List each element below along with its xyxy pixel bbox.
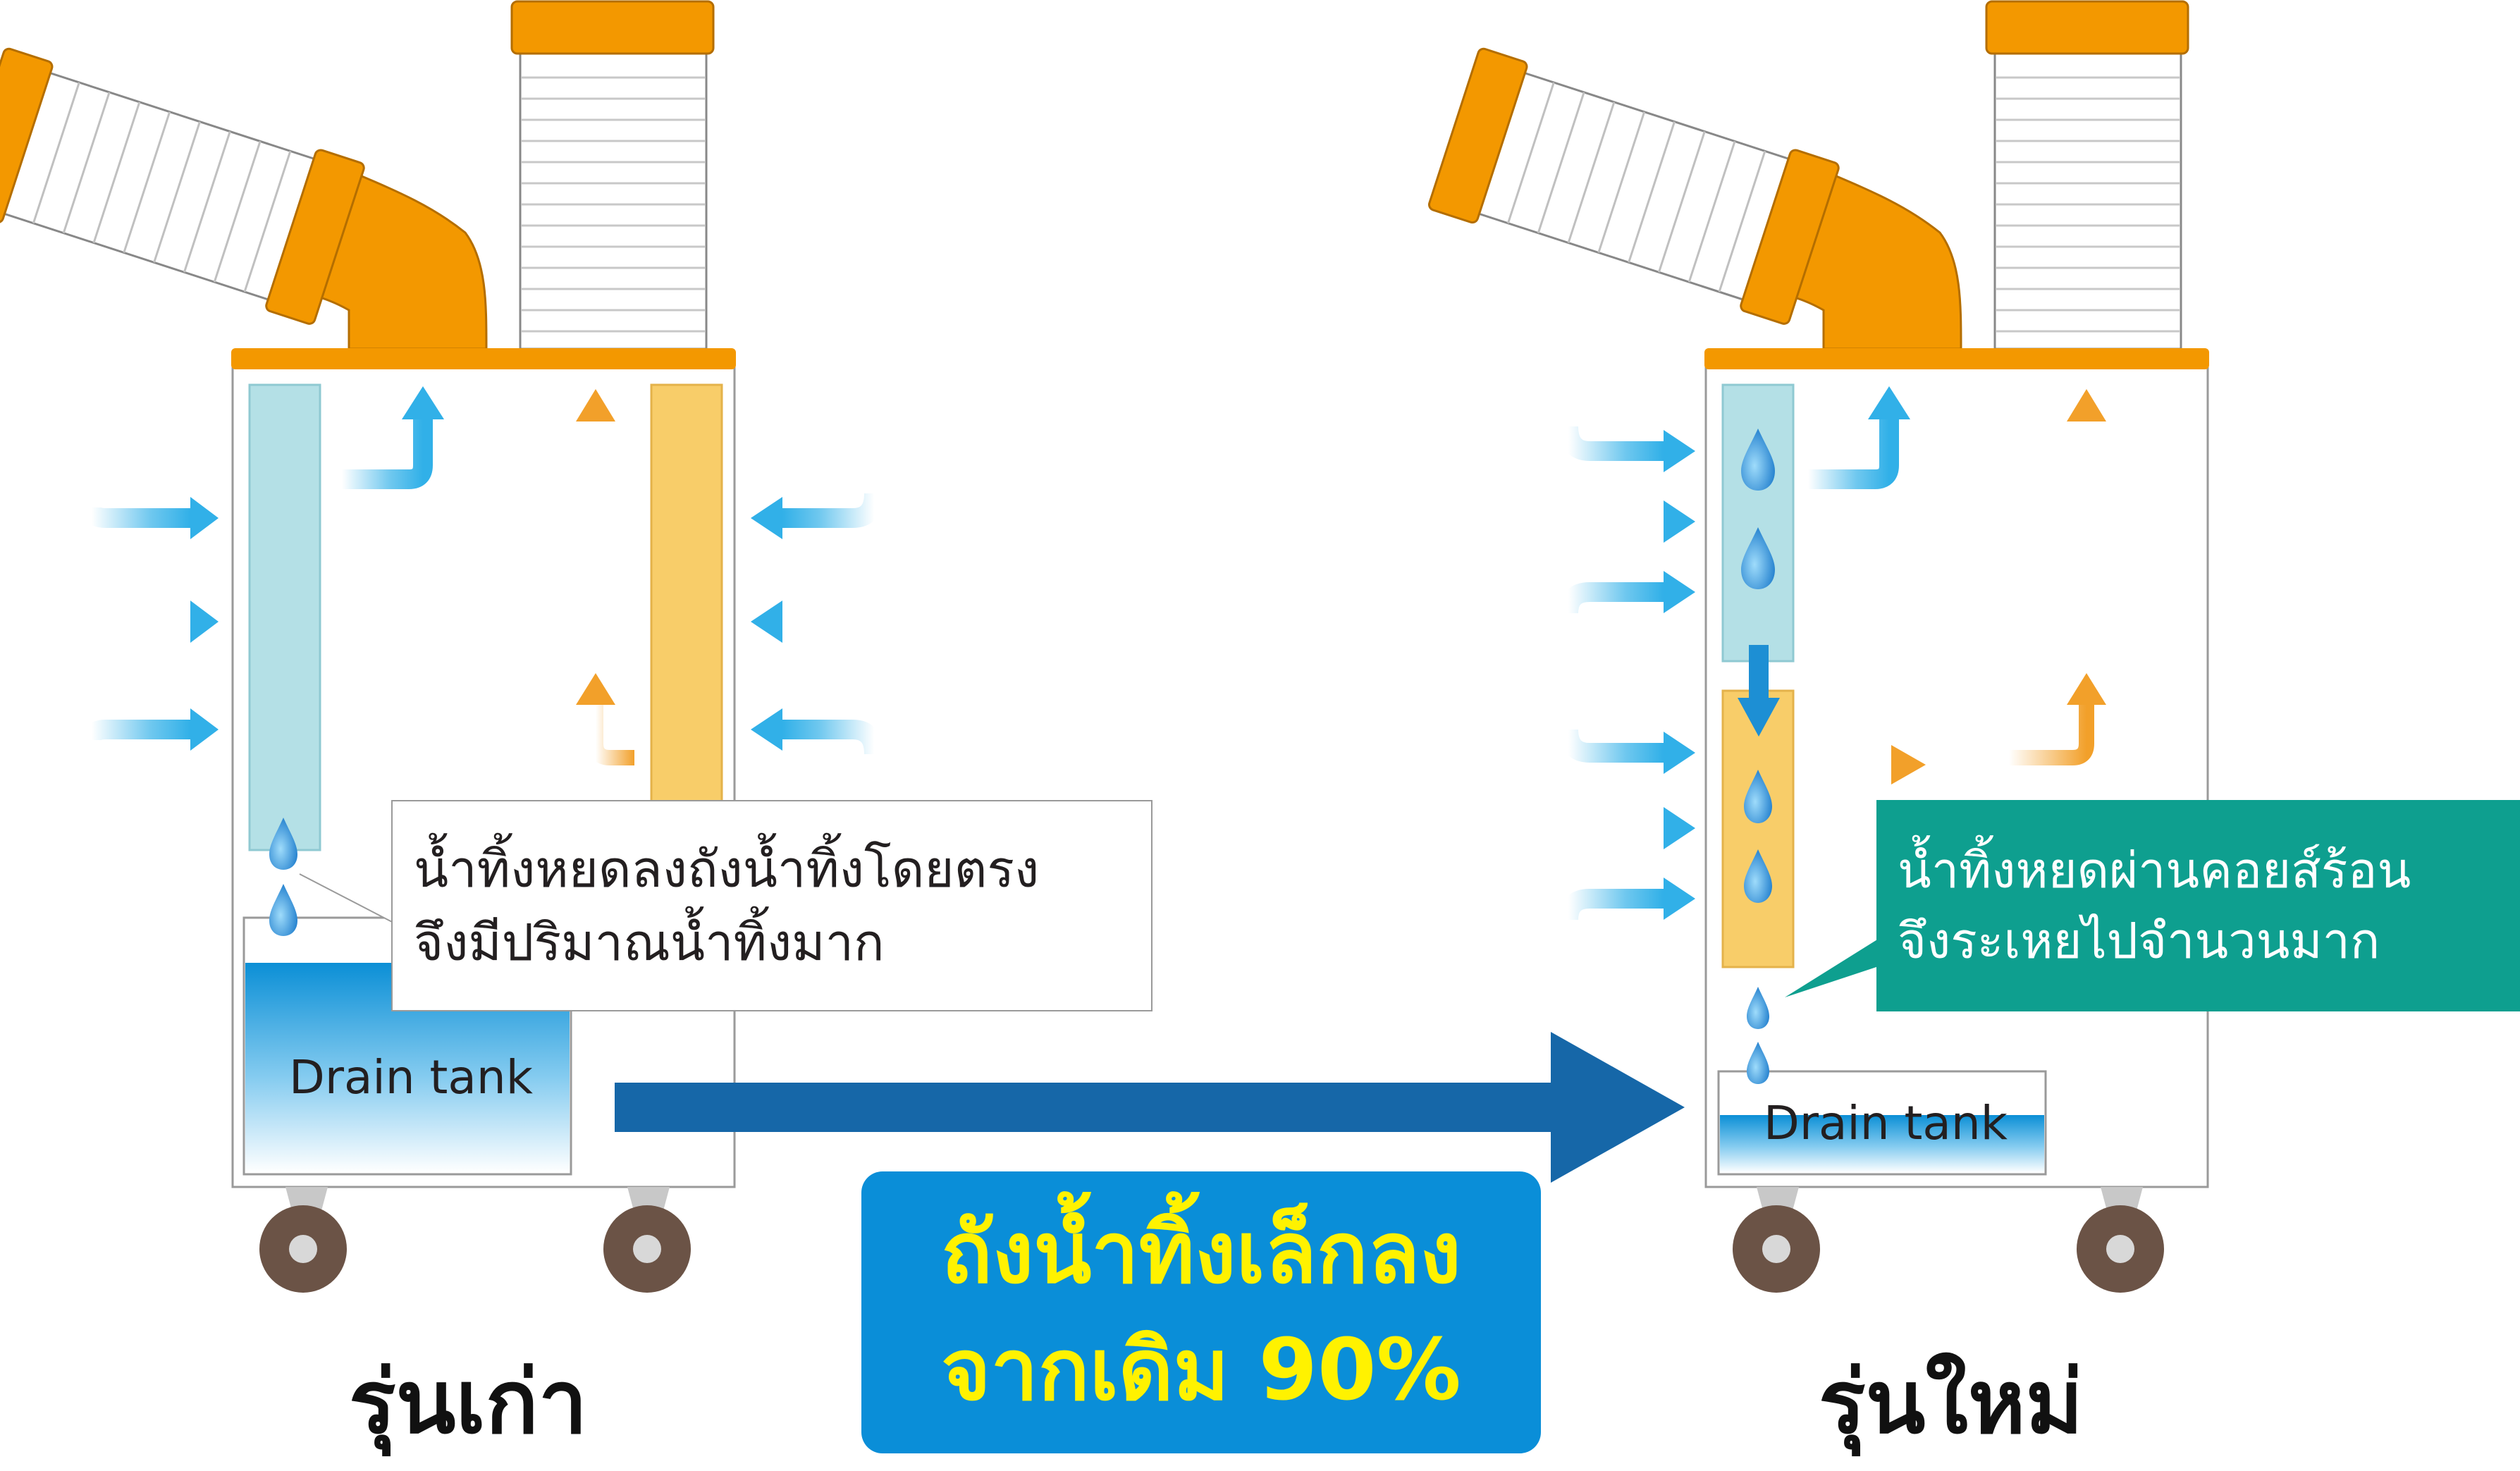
new-water-drop-5 xyxy=(1747,987,1769,1029)
new-drain-tank-label: Drain tank xyxy=(1764,1096,2008,1150)
old-note-line-1: น้ำทิ้งหยดลงถังน้ำทิ้งโดยตรง xyxy=(414,839,1040,899)
new-note-line-2: จึงระเหยไปจำนวนมาก xyxy=(1898,912,2380,970)
old-water-drop-1 xyxy=(269,818,297,870)
new-cold-air-out xyxy=(1808,386,1910,489)
new-note-line-1: น้ำทิ้งหยดผ่านคอยส์ร้อน xyxy=(1898,842,2411,899)
old-hot-coil xyxy=(650,383,723,809)
old-note-line-2: จึงมีปริมาณน้ำทิ้งมาก xyxy=(414,913,885,972)
new-wheel-left xyxy=(1733,1187,1820,1293)
old-vertical-duct xyxy=(510,0,715,350)
old-top-plate xyxy=(231,348,736,369)
new-wheel-right xyxy=(2077,1187,2164,1293)
old-drain-tank-label: Drain tank xyxy=(289,1050,533,1104)
new-air-in-lower xyxy=(1559,729,1695,921)
new-model-note: น้ำทิ้งหยดผ่านคอยส์ร้อน จึงระเหยไปจำนวนม… xyxy=(1876,800,2520,1011)
comparison-arrow xyxy=(615,1032,1685,1183)
new-unit xyxy=(1427,0,2209,1293)
old-wheel-left xyxy=(259,1187,347,1293)
old-angled-duct xyxy=(0,47,488,350)
new-water-drop-2 xyxy=(1741,527,1775,589)
new-water-drop-6 xyxy=(1747,1042,1769,1084)
old-model-note: น้ำทิ้งหยดลงถังน้ำทิ้งโดยตรง จึงมีปริมาณ… xyxy=(391,800,1153,1011)
new-air-in-upper xyxy=(1559,426,1695,614)
new-warm-air-out xyxy=(2009,389,2106,765)
result-line-2: จากเดิม 90% xyxy=(941,1322,1461,1420)
old-water-drop-2 xyxy=(269,884,297,936)
new-top-plate xyxy=(1704,348,2209,369)
new-warm-air-right xyxy=(1812,745,1926,784)
new-cold-coil xyxy=(1721,383,1795,663)
new-water-drop-1 xyxy=(1741,429,1775,491)
old-cold-coil xyxy=(248,383,321,851)
new-note-pointer xyxy=(1785,937,1881,997)
old-air-in-left xyxy=(82,497,219,751)
new-drain-tank xyxy=(1717,1070,2047,1176)
result-line-1: ถังน้ำทิ้งเล็กลง xyxy=(941,1205,1461,1303)
old-unit xyxy=(0,0,884,1293)
old-wheel-right xyxy=(603,1187,691,1293)
old-cold-air-out xyxy=(342,386,444,489)
new-model-label: รุ่นใหม่ xyxy=(1819,1352,2084,1453)
new-drip-arrow xyxy=(1738,645,1780,737)
new-water-drop-4 xyxy=(1744,849,1772,903)
old-warm-air-out xyxy=(576,389,634,765)
result-badge: ถังน้ำทิ้งเล็กลง จากเดิม 90% xyxy=(861,1171,1541,1453)
old-model-label: รุ่นเก่า xyxy=(349,1352,588,1453)
new-vertical-duct xyxy=(1985,0,2189,350)
new-water-drop-3 xyxy=(1744,770,1772,823)
new-angled-duct xyxy=(1427,47,1962,350)
old-air-in-right xyxy=(751,493,884,755)
